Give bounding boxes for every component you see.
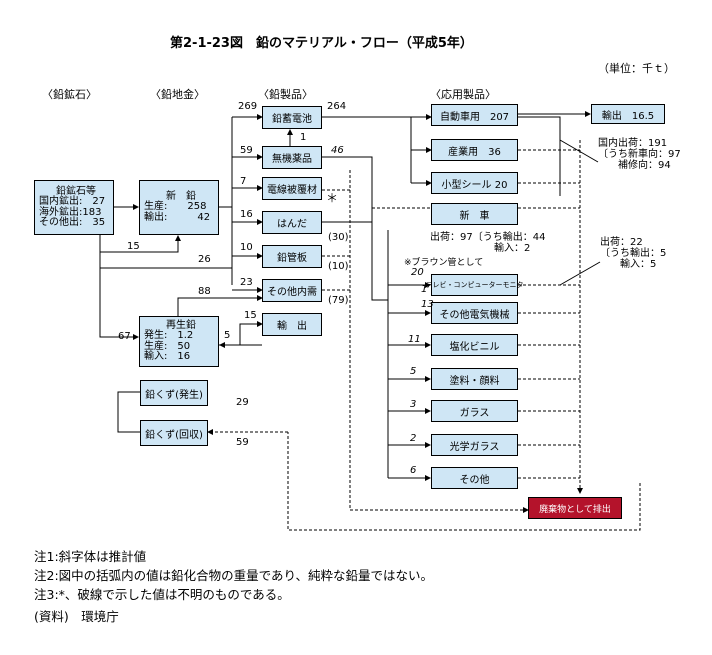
tv-shipment-l2: 〔うち輸出：5 [600, 248, 667, 259]
app-industrial: 産業用 36 [431, 139, 518, 161]
recycled-lead-line2: 生産: 50 [144, 340, 191, 352]
app-pvc: 塩化ビニル [431, 334, 518, 356]
battery-export-box: 輸出 16.5 [591, 104, 665, 124]
scrap-generated-box: 鉛くず(発生) [140, 380, 208, 406]
product-solder: はんだ [262, 211, 322, 234]
flow-p10: (10) [328, 261, 349, 272]
new-lead-box: 新 鉛 生産: 258 輸出: 42 [139, 180, 219, 235]
flow-1b: 1 [421, 284, 428, 295]
flow-20: 20 [411, 267, 424, 278]
flow-10: 10 [240, 242, 253, 253]
product-battery: 鉛蓄電池 [262, 106, 322, 129]
app-auto: 自動車用 207 [431, 104, 518, 126]
product-pipe: 鉛管板 [262, 245, 322, 268]
flow-23: 23 [240, 277, 253, 288]
tv-shipment-l1: 出荷：22 [600, 237, 643, 248]
flow-6: 6 [410, 465, 417, 476]
newcar-shipment-l2: 輸入：2 [474, 243, 531, 254]
app-tv-pc: テレビ・コンピューターモニタ [426, 274, 524, 296]
flow-5: 5 [224, 330, 231, 341]
product-chemicals: 無機薬品 [262, 146, 322, 169]
note-1: 注1:斜字体は推計値 [34, 549, 147, 564]
flow-13: 13 [421, 299, 434, 310]
flow-16: 16 [240, 209, 253, 220]
ore-box: 鉛鉱石等 国内鉱出: 27 海外鉱出:183 その他出: 35 [34, 180, 114, 235]
flow-5b: 5 [410, 366, 417, 377]
tv-shipment-l3: 輸入：5 [600, 259, 657, 270]
header-bullion: 〈鉛地金〉 [150, 88, 205, 101]
product-other-demand: その他内需 [262, 279, 322, 302]
recycled-lead-title: 再生鉛 [166, 319, 196, 331]
flow-59: 59 [240, 145, 253, 156]
app-new-car: 新 車 [431, 203, 518, 225]
flow-2: 2 [410, 433, 417, 444]
flow-11: 11 [408, 334, 421, 345]
flow-264: 264 [327, 101, 347, 112]
new-lead-line1: 生産: 258 [144, 201, 207, 213]
domestic-shipment-l2: 〔うち新車向：97 [598, 149, 681, 160]
new-lead-title: 新 鉛 [166, 190, 196, 202]
domestic-shipment: 国内出荷：191 〔うち新車向：97 補修向：94 [598, 138, 681, 171]
new-lead-line2: 輸出: 42 [144, 211, 211, 223]
flow-1: 1 [300, 132, 307, 143]
ore-box-line1: 国内鉱出: 27 [39, 196, 106, 207]
product-cable: 電線被覆材 [262, 177, 322, 200]
app-optical-glass: 光学ガラス [431, 434, 518, 456]
flow-star: ＊ [326, 191, 339, 205]
app-glass: ガラス [431, 400, 518, 422]
tv-shipment: 出荷：22 〔うち輸出：5 輸入：5 [600, 237, 666, 270]
brown-note: ※ブラウン管として [404, 258, 484, 268]
recycled-lead-box: 再生鉛 発生: 1.2 生産: 50 輸入: 16 [139, 316, 219, 367]
domestic-shipment-l1: 国内出荷：191 [598, 138, 668, 149]
waste-box: 廃棄物として排出 [528, 497, 622, 519]
product-export: 輸 出 [262, 313, 322, 336]
recycled-lead-line3: 輸入: 16 [144, 351, 191, 362]
flow-7: 7 [240, 176, 247, 187]
scrap-collected-box: 鉛くず(回収) [140, 420, 208, 446]
header-products: 〈鉛製品〉 [258, 88, 313, 101]
flow-269: 269 [238, 101, 258, 112]
header-ore: 〈鉛鉱石〉 [42, 88, 97, 101]
flow-30: (30) [328, 232, 349, 243]
flow-29: 29 [236, 397, 249, 408]
ore-box-title: 鉛鉱石等 [56, 185, 96, 197]
flow-15: 15 [127, 241, 140, 252]
app-paint: 塗料・顔料 [431, 368, 518, 390]
ore-box-line3: その他出: 35 [39, 217, 106, 228]
app-other-elec: その他電気機械 [431, 302, 518, 324]
unit-label: （単位：千ｔ） [598, 62, 675, 75]
domestic-shipment-l3: 補修向：94 [598, 160, 671, 171]
newcar-shipment-l1: 出荷：97〔うち輸出：44 [430, 232, 546, 243]
header-applications: 〈応用製品〉 [430, 88, 496, 101]
note-3: 注3:*、破線で示した値は不明のものである。 [34, 587, 290, 602]
flow-67: 67 [118, 331, 131, 342]
flow-26: 26 [198, 254, 211, 265]
flow-88: 88 [198, 286, 211, 297]
app-other: その他 [431, 467, 518, 489]
flow-3: 3 [410, 399, 417, 410]
app-small-seal: 小型シール 20 [431, 172, 518, 194]
flow-79: (79) [328, 295, 349, 306]
diagram-title: 第2-1-23図 鉛のマテリアル・フロー（平成5年） [170, 36, 473, 51]
flow-59b: 59 [236, 437, 249, 448]
note-2: 注2:図中の括弧内の値は鉛化合物の重量であり、純粋な鉛量ではない。 [34, 568, 434, 583]
newcar-shipment: 出荷：97〔うち輸出：44 輸入：2 [430, 232, 545, 254]
ore-box-line2: 海外鉱出:183 [39, 206, 102, 218]
flow-15b: 15 [244, 310, 257, 321]
flow-46: 46 [331, 145, 344, 156]
source-note: (資料) 環境庁 [34, 609, 119, 624]
recycled-lead-line1: 発生: 1.2 [144, 330, 194, 341]
